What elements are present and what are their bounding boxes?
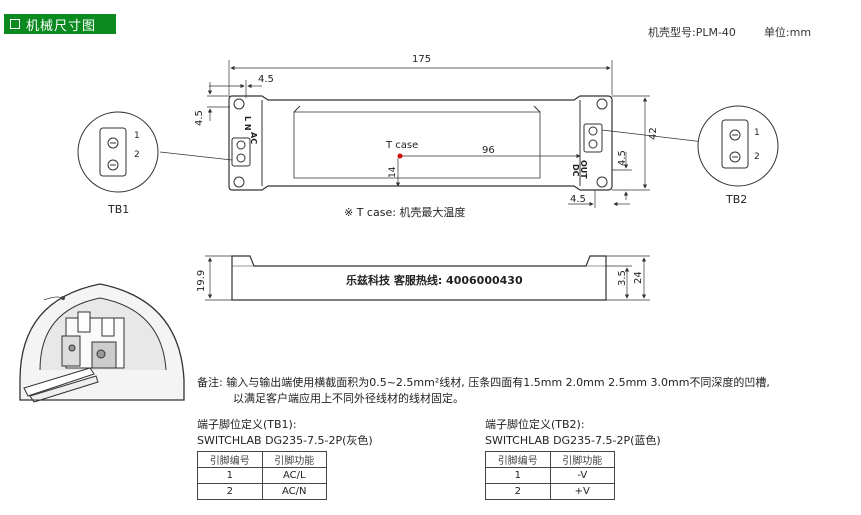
section-header: 机械尺寸图 bbox=[4, 14, 116, 34]
dim-length: 175 bbox=[412, 54, 432, 65]
unit-label: 单位:mm bbox=[763, 26, 812, 39]
remarks: 备注: 输入与输出端使用横截面积为0.5~2.5mm²线材, 压条四面有1.5m… bbox=[197, 375, 857, 407]
tcase-note: ※ T case: 机壳最大温度 bbox=[344, 206, 466, 219]
tb2-detail bbox=[697, 105, 779, 187]
tb2-pin1: 1 bbox=[754, 128, 760, 138]
header-square-icon bbox=[10, 19, 20, 29]
model-info: 机壳型号:PLM-40 单位:mm bbox=[648, 24, 839, 40]
tb1-detail bbox=[77, 111, 159, 193]
tb2-table: 引脚编号引脚功能 1-V 2+V bbox=[485, 451, 615, 500]
dim-side-height: 19.9 bbox=[196, 269, 207, 292]
dim-side-24: 24 bbox=[633, 271, 644, 284]
remark-line-1: 备注: 输入与输出端使用横截面积为0.5~2.5mm²线材, 压条四面有1.5m… bbox=[197, 376, 770, 389]
table-row: 2+V bbox=[485, 483, 615, 500]
dim-height: 42 bbox=[648, 127, 659, 140]
dim-left-top: 4.5 bbox=[258, 74, 274, 85]
tb2-title: 端子脚位定义(TB2): bbox=[485, 418, 585, 431]
section-title: 机械尺寸图 bbox=[26, 18, 97, 34]
side-view bbox=[205, 255, 650, 301]
dim-14: 14 bbox=[388, 166, 398, 178]
tb2-pin2: 2 bbox=[754, 152, 760, 162]
dim-side-35: 3.5 bbox=[617, 270, 628, 286]
tb1-label: TB1 bbox=[108, 203, 130, 216]
remark-line-2: 以满足客户端应用上不同外径线材的线材固定。 bbox=[233, 392, 464, 405]
table-row: 1-V bbox=[485, 467, 615, 484]
hotline-text: 乐兹科技 客服热线: 4006000430 bbox=[346, 274, 523, 287]
top-view bbox=[159, 60, 705, 208]
tb2-pin-definition: 端子脚位定义(TB2): SWITCHLAB DG235-7.5-2P(蓝色) … bbox=[485, 417, 661, 500]
dim-left-side: 4.5 bbox=[194, 110, 205, 126]
tb2-header-pin: 引脚编号 bbox=[485, 451, 551, 468]
tb1-header-func: 引脚功能 bbox=[261, 451, 327, 468]
dim-right-bottom: 4.5 bbox=[570, 194, 586, 205]
tb2-header-func: 引脚功能 bbox=[549, 451, 615, 468]
ac-label: AC bbox=[249, 132, 258, 145]
terminal-closeup bbox=[19, 283, 185, 403]
tb1-pin-definition: 端子脚位定义(TB1): SWITCHLAB DG235-7.5-2P(灰色) … bbox=[197, 417, 373, 500]
tb2-label: TB2 bbox=[726, 193, 748, 206]
tb1-part: SWITCHLAB DG235-7.5-2P(灰色) bbox=[197, 434, 373, 447]
tcase-label: T case bbox=[386, 140, 419, 151]
ln-label: L N bbox=[243, 116, 252, 131]
tb2-part: SWITCHLAB DG235-7.5-2P(蓝色) bbox=[485, 434, 661, 447]
tcase-dot bbox=[397, 153, 403, 159]
dim-96: 96 bbox=[482, 145, 495, 156]
tb1-header-pin: 引脚编号 bbox=[197, 451, 263, 468]
tb1-pin1: 1 bbox=[134, 131, 140, 141]
case-model: 机壳型号:PLM-40 bbox=[648, 26, 736, 39]
dim-right-side: 4.5 bbox=[617, 150, 628, 166]
out-label: OUT bbox=[579, 160, 588, 179]
tb1-pin2: 2 bbox=[134, 150, 140, 160]
tb1-title: 端子脚位定义(TB1): bbox=[197, 418, 297, 431]
